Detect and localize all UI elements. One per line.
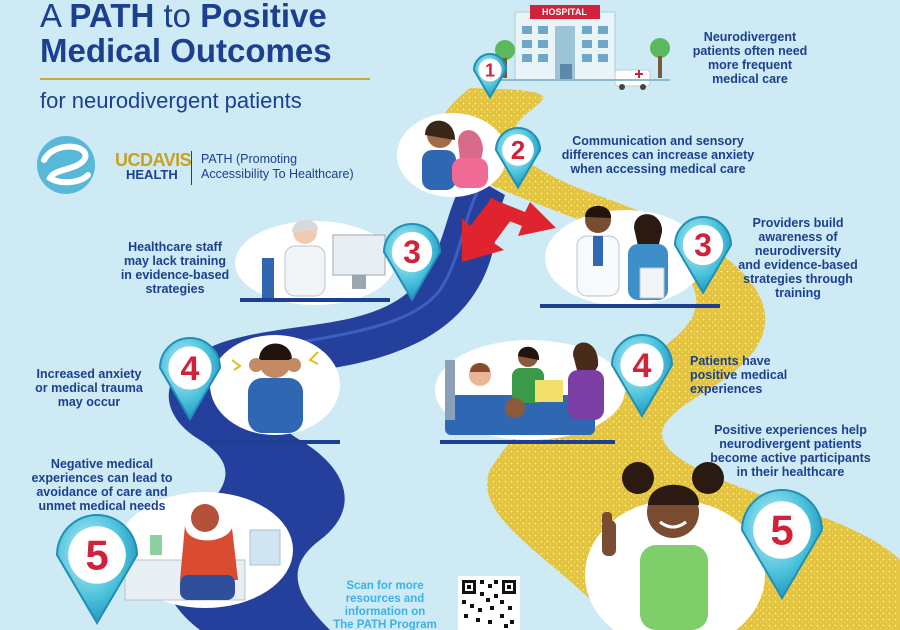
program-definition: PATH (Promoting Accessibility To Healthc… — [201, 152, 354, 181]
map-pin-icon: 5 — [55, 514, 139, 625]
qr-code — [458, 576, 520, 630]
scene-providers — [545, 210, 705, 306]
hospital-sign: HOSPITAL — [542, 7, 587, 17]
pin-number: 4 — [633, 347, 652, 385]
pin-number: 1 — [485, 60, 495, 80]
brand-divider — [191, 151, 192, 185]
pin-number: 4 — [181, 350, 200, 388]
map-pin-icon: 2 — [494, 127, 542, 190]
pin-number: 5 — [770, 507, 793, 554]
hospital-illustration — [495, 5, 670, 90]
pin-number: 2 — [511, 135, 525, 165]
map-pin-icon: 4 — [610, 334, 674, 418]
map-pin-icon: 3 — [382, 223, 442, 302]
path-logo — [37, 136, 95, 194]
page-subtitle: for neurodivergent patients — [40, 88, 302, 113]
map-pin-icon: 3 — [673, 216, 733, 295]
pin-number: 3 — [694, 227, 712, 263]
brand-health: HEALTH — [126, 167, 178, 182]
map-pin-icon: 4 — [158, 337, 222, 421]
map-pin-icon: 5 — [740, 489, 824, 600]
map-pin-icon: 1 — [472, 53, 508, 100]
page-title-line2: Medical Outcomes — [40, 32, 332, 69]
pin-number: 3 — [403, 234, 421, 270]
pin-number: 5 — [85, 532, 108, 579]
page-title-line1: A PATH to Positive — [40, 0, 327, 34]
brand-ucdavis: UCDAVIS — [115, 150, 192, 170]
red-arrow-right — [486, 198, 556, 236]
title-rule — [40, 78, 370, 80]
